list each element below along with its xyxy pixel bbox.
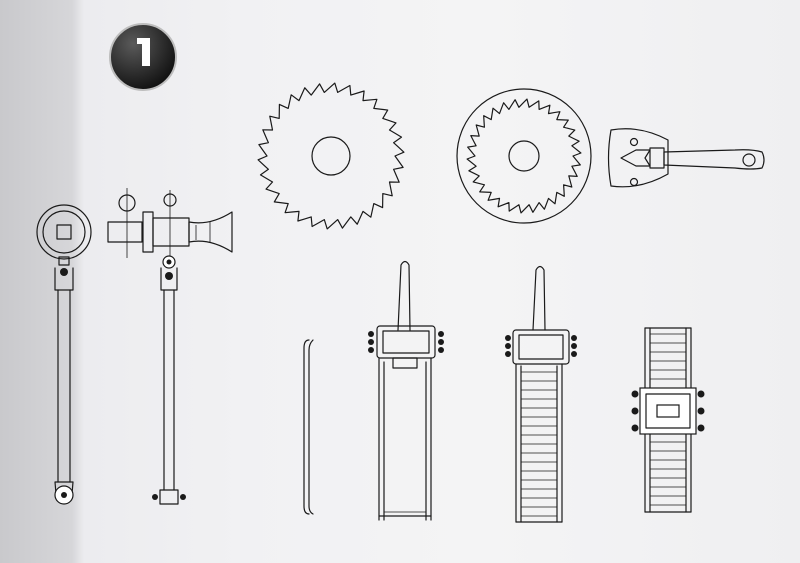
lever-frame-ladder-icon	[505, 265, 577, 523]
wheel-hub-with-arm-icon	[36, 204, 92, 505]
ladder-clamp-icon	[631, 327, 705, 513]
step-badge-icon	[109, 23, 177, 91]
lever-frame-open-icon	[368, 260, 444, 521]
lantern-bracket-arm-icon	[107, 188, 233, 505]
tow-hook-bracket-icon	[607, 128, 765, 188]
toothed-saw-blade-large-icon	[257, 82, 405, 230]
thin-rod-icon	[303, 339, 314, 515]
ringed-saw-blade-icon	[456, 88, 592, 224]
